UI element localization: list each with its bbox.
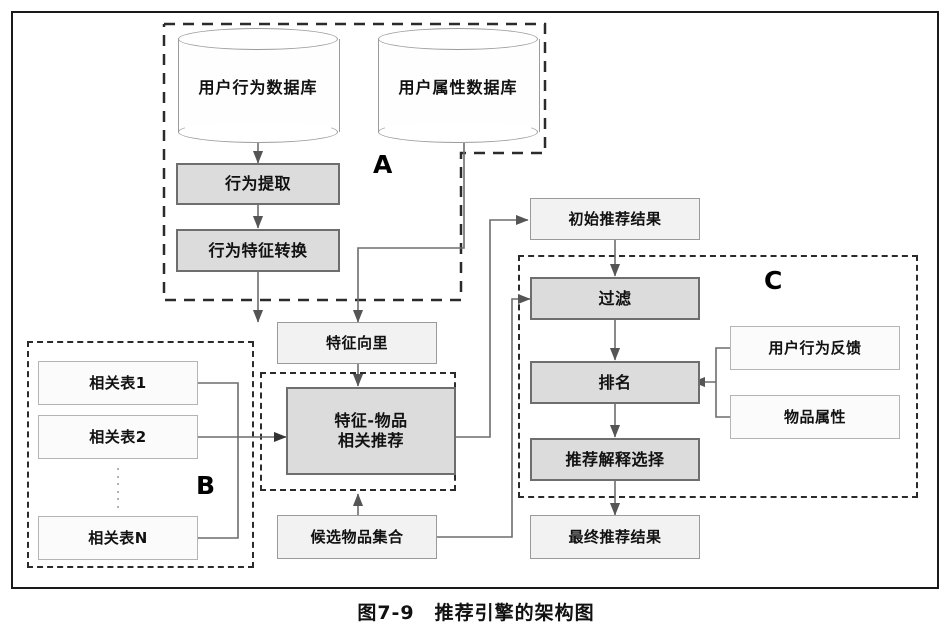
related-tables-ellipsis [117, 468, 119, 508]
node-final-recommend-result[interactable]: 最终推荐结果 [530, 515, 700, 559]
cylinder-body [178, 39, 340, 132]
node-feature-item-recommend-line2: 相关推荐 [337, 431, 404, 450]
figure-caption: 图7-9 推荐引擎的架构图 [357, 602, 595, 624]
region-label-c: C [764, 266, 783, 295]
node-feature-item-recommend[interactable]: 特征-物品 相关推荐 [286, 387, 456, 475]
region-b-border [27, 341, 254, 568]
node-filter[interactable]: 过滤 [530, 277, 700, 320]
cylinder-bottom-ellipse [378, 121, 538, 143]
node-user-behavior-feedback[interactable]: 用户行为反馈 [730, 326, 900, 370]
node-initial-recommend-result[interactable]: 初始推荐结果 [530, 198, 700, 240]
node-behavior-feature-transform[interactable]: 行为特征转换 [176, 229, 340, 272]
node-related-table-n[interactable]: 相关表N [38, 516, 198, 560]
region-label-b: B [196, 471, 216, 500]
node-feature-vector[interactable]: 特征向里 [277, 322, 437, 364]
node-behavior-extract[interactable]: 行为提取 [176, 163, 340, 205]
node-recommend-explanation-select[interactable]: 推荐解释选择 [530, 438, 700, 481]
cylinder-user-behavior-db: 用户行为数据库 [178, 28, 340, 143]
cylinder-bottom-ellipse [178, 121, 338, 143]
node-item-attribute[interactable]: 物品属性 [730, 395, 900, 439]
cylinder-user-attribute-db: 用户属性数据库 [378, 28, 540, 143]
region-label-a: A [373, 150, 393, 179]
node-candidate-item-set[interactable]: 候选物品集合 [277, 515, 437, 559]
user-behavior-db-label: 用户行为数据库 [198, 77, 318, 97]
node-related-table-2[interactable]: 相关表2 [38, 415, 198, 459]
node-feature-item-recommend-line1: 特征-物品 [334, 411, 408, 431]
node-related-table-1[interactable]: 相关表1 [38, 361, 198, 405]
cylinder-body [378, 39, 540, 132]
user-attribute-db-label: 用户属性数据库 [398, 77, 518, 97]
cylinder-top-ellipse [378, 28, 538, 50]
cylinder-top-ellipse [178, 28, 338, 50]
node-ranking[interactable]: 排名 [530, 361, 700, 404]
